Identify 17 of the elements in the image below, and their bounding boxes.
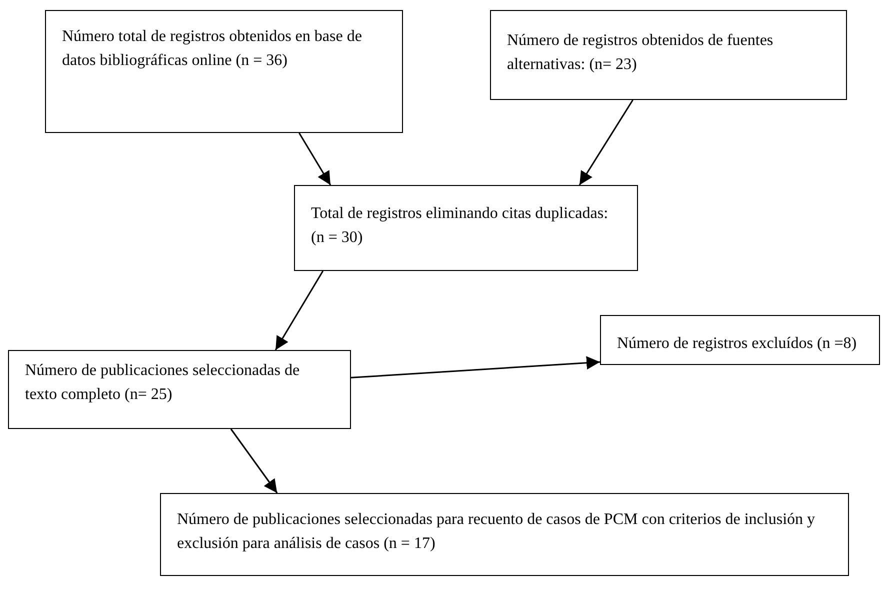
box-text: Número de registros excluídos (n =8) xyxy=(617,334,858,354)
process-box xyxy=(294,185,638,271)
box-text: Número de registros obtenidos de fuentes alternativas: (n= 23) xyxy=(507,31,774,75)
arrow xyxy=(230,428,278,494)
process-box xyxy=(8,350,351,429)
arrow xyxy=(350,356,600,378)
arrow xyxy=(578,100,634,186)
process-box xyxy=(45,10,403,133)
arrow xyxy=(298,132,332,186)
box-text: Número de publicaciones seleccionadas para recuento de casos de PCM con criterios de inclusión y exclusión para análisis de casos (n = 17) xyxy=(177,510,816,554)
process-box xyxy=(600,315,880,365)
process-box xyxy=(160,493,849,576)
box-text: Número total de registros obtenidos en base de datos bibliográficas online (n = 36) xyxy=(62,27,363,71)
box-text: Número de publicaciones seleccionadas de texto completo (n= 25) xyxy=(25,361,301,405)
box-text: Total de registros eliminando citas duplicadas: (n = 30) xyxy=(311,204,610,248)
process-box xyxy=(490,10,847,100)
arrow xyxy=(274,270,324,350)
